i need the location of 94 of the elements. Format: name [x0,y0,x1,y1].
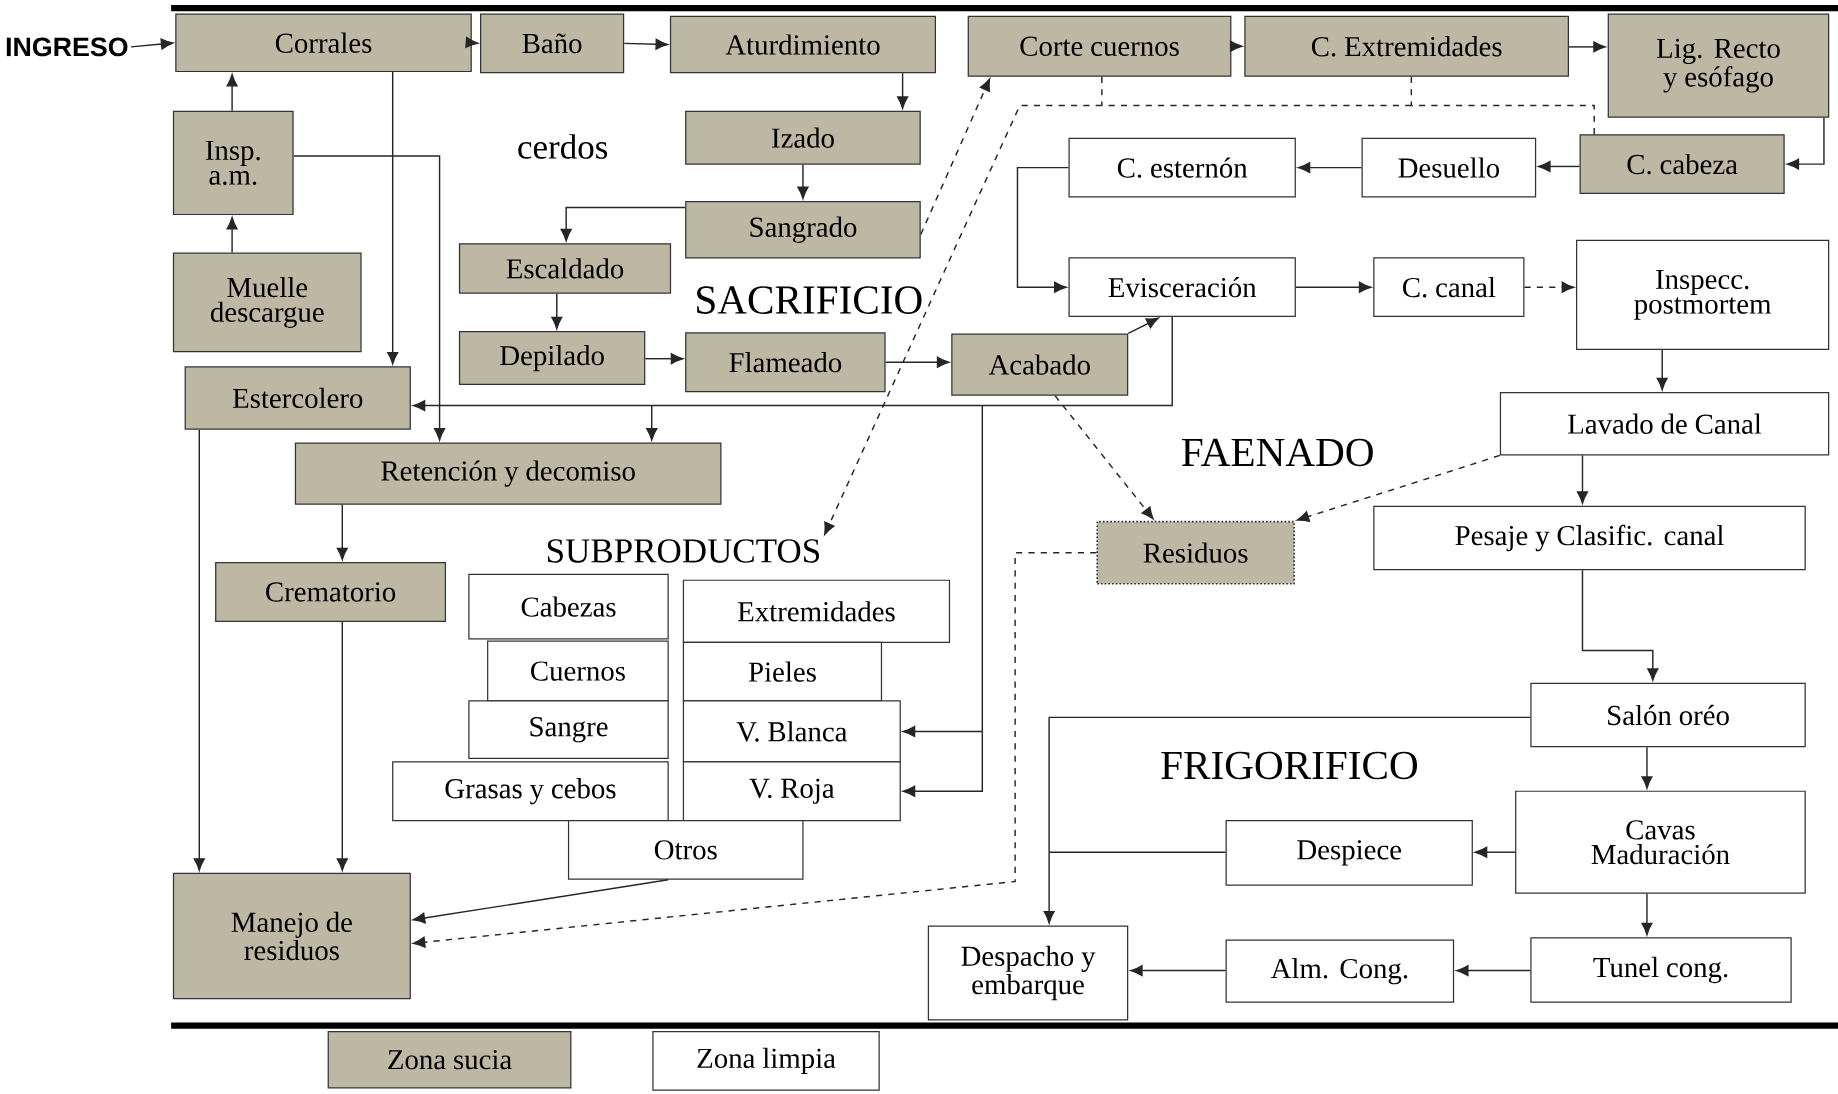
section-label: cerdos [518,134,608,160]
arrow [412,552,1098,948]
process-box: Corte cuernos [967,15,1232,77]
arrow [897,72,909,109]
arrow [1295,281,1372,293]
zone-key-box: Zona limpia [652,1031,880,1091]
process-box: Despiece [1225,820,1473,886]
arrow [1043,851,1055,924]
arrow [902,730,984,797]
arrow [412,879,669,924]
process-box: Evisceración [1068,257,1296,318]
section-label: FRIGORIFICO [1161,751,1417,780]
process-box: Muelle descargue [172,252,362,353]
process-box: Lig. Recto y esófago [1607,13,1830,118]
process-box: Izado [685,110,921,165]
arrow [797,164,809,200]
arrow [336,504,348,561]
product-box: Sangre [468,700,669,760]
arrow [292,155,446,441]
product-box: Otros [567,820,804,880]
process-box: C. esternón [1068,137,1296,198]
process-box: Retención y decomiso [294,442,722,505]
product-box: Pieles [682,641,883,702]
product-box: Cabezas [468,573,669,640]
section-label: FAENADO [1182,438,1373,467]
arrow [387,71,399,365]
group-heading: SUBPRODUCTOS [547,539,820,563]
arrow [1297,162,1363,174]
arrow [1523,281,1575,293]
process-box: Depilado [458,331,646,386]
arrow [336,621,348,871]
product-box: V. Blanca [682,700,901,763]
process-box: C. canal [1373,257,1525,318]
process-box: Lavado de Canal [1499,392,1830,456]
arrow [1456,965,1532,977]
arrow [226,74,238,112]
process-box: Aturdimiento [669,15,936,74]
arrow [1568,41,1606,53]
process-box: Corrales [175,13,472,73]
process-box: Acabado [951,333,1129,396]
arrow [884,356,950,368]
process-box: Pesaje y Clasific. canal [1373,505,1806,571]
product-box: Grasas y cebos [392,761,669,822]
process-box: Cavas Maduración [1515,790,1806,894]
arrow [1054,395,1154,520]
section-label: SACRIFICIO [697,286,922,315]
arrow [1127,317,1159,335]
process-box: Crematorio [215,562,447,623]
arrow [1474,846,1516,858]
process-box: Sangrado [685,201,921,259]
arrow [551,293,563,330]
arrow [1016,167,1070,293]
process-box: Salón oréo [1530,682,1806,748]
process-box: Inspecc. postmortem [1576,239,1830,351]
arrow [560,206,686,242]
product-box: V. Roja [682,761,901,822]
arrow [1581,569,1659,682]
process-box: Manejo de residuos [172,872,411,1000]
arrow [623,38,668,50]
process-box: Tunel cong. [1530,937,1792,1003]
arrow [193,429,205,871]
process-box: C. Extremidades [1244,15,1569,77]
arrow [824,104,1103,536]
arrow [902,726,984,738]
process-box: Desuello [1361,137,1537,198]
process-box: Baño [480,13,625,74]
process-box: Residuos [1096,521,1295,585]
process-box: Estercolero [184,366,411,430]
arrow [1296,454,1501,523]
arrow [1641,893,1653,936]
arrow [646,405,658,441]
product-box: Cuernos [487,640,669,702]
process-box: Flameado [685,332,886,393]
zone-key-box: Zona sucia [327,1031,572,1089]
process-box: C. cabeza [1579,134,1785,195]
process-box: Despacho y embarque [927,925,1129,1021]
arrow [130,38,174,50]
arrow [1786,117,1825,170]
arrow [412,400,653,412]
arrow [465,37,479,49]
arrow [644,353,684,365]
arrow [920,78,991,236]
entry-label: INGRESO [6,37,128,57]
arrow [1576,454,1589,505]
arrow [1538,161,1581,173]
product-box: Extremidades [682,579,951,644]
process-box: Escaldado [458,243,672,294]
arrow [226,217,238,254]
process-box: Insp. a.m. [172,110,294,216]
arrow [1641,746,1653,789]
arrow [1656,349,1668,391]
arrow [1130,965,1227,977]
process-box: Alm. Cong. [1225,939,1455,1003]
arrow [1229,40,1243,52]
